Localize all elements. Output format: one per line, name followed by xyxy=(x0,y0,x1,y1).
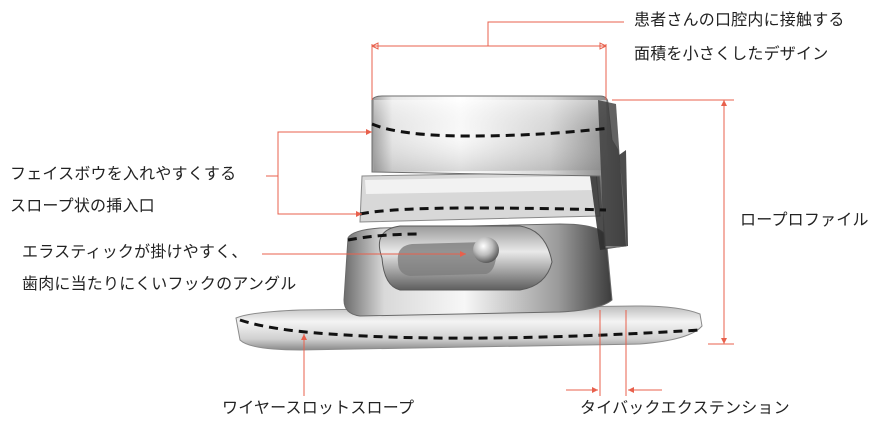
label-contact-area-line1: 患者さんの口腔内に接触する xyxy=(634,10,845,29)
label-tie-back-extension: タイバックエクステンション xyxy=(580,398,790,417)
label-hook-line1: エラスティックが掛けやすく、 xyxy=(22,242,248,261)
label-hook-line2: 歯肉に当たりにくいフックのアングル xyxy=(22,274,297,293)
label-contact-area-line2: 面積を小さくしたデザイン xyxy=(634,44,829,63)
label-facebow-line1: フェイスボウを入れやすくする xyxy=(10,164,237,183)
bracket-base xyxy=(235,305,703,351)
hook-ball xyxy=(473,237,499,263)
label-wire-slot-slope: ワイヤースロットスロープ xyxy=(222,398,415,417)
label-facebow-line2: スロープ状の挿入口 xyxy=(10,196,155,215)
label-low-profile: ロープロファイル xyxy=(740,210,869,229)
dash-contours xyxy=(239,122,701,340)
